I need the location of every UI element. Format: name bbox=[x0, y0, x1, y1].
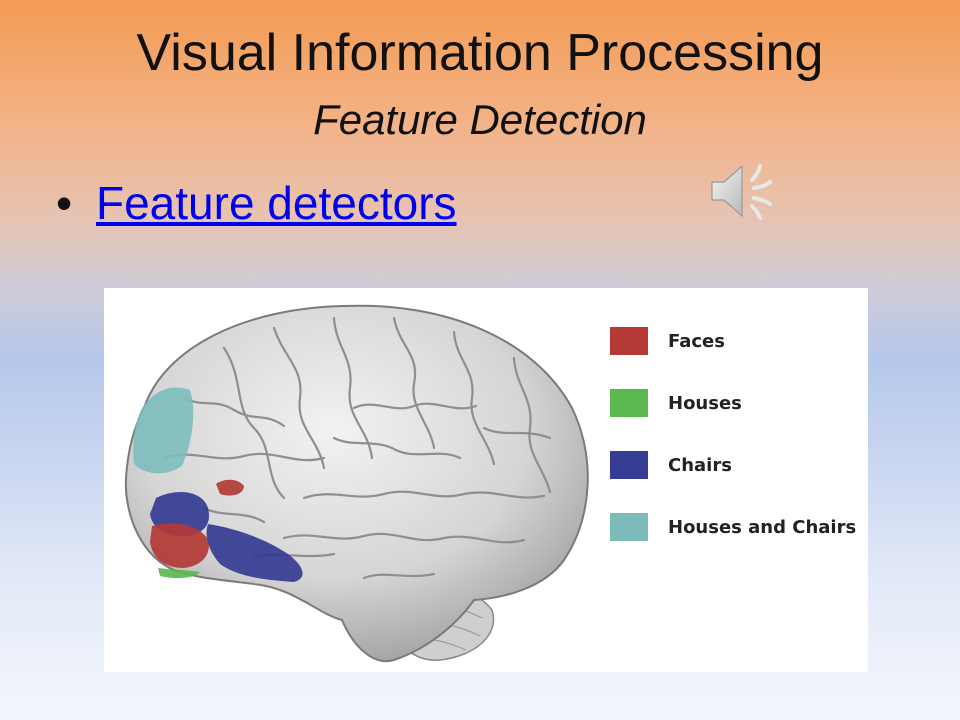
feature-detectors-link[interactable]: Feature detectors bbox=[96, 177, 457, 229]
legend-item: Houses and Chairs bbox=[610, 496, 856, 558]
slide-title: Visual Information Processing bbox=[136, 24, 824, 82]
legend-label: Faces bbox=[668, 330, 725, 352]
speaker-audio-icon[interactable] bbox=[708, 158, 778, 224]
legend-item: Faces bbox=[610, 310, 856, 372]
brain-figure: Faces Houses Chairs Houses and Chairs bbox=[104, 288, 868, 672]
faces-region-small bbox=[216, 479, 244, 496]
chairs-region-ventral bbox=[206, 524, 303, 582]
bullet-marker: • bbox=[56, 177, 73, 229]
legend-item: Houses bbox=[610, 372, 856, 434]
chairs-swatch bbox=[610, 451, 648, 479]
legend-label: Houses bbox=[668, 392, 742, 414]
legend: Faces Houses Chairs Houses and Chairs bbox=[610, 310, 856, 558]
houses-region bbox=[158, 568, 200, 579]
houses-and-chairs-swatch bbox=[610, 513, 648, 541]
legend-label: Chairs bbox=[668, 454, 732, 476]
brain-illustration bbox=[124, 304, 589, 663]
bullet-list-item: • Feature detectors bbox=[56, 176, 457, 230]
slide-subtitle: Feature Detection bbox=[313, 96, 647, 143]
faces-region bbox=[150, 523, 209, 568]
faces-swatch bbox=[610, 327, 648, 355]
legend-label: Houses and Chairs bbox=[668, 516, 857, 538]
houses-and-chairs-region bbox=[133, 387, 194, 474]
houses-swatch bbox=[610, 389, 648, 417]
legend-item: Chairs bbox=[610, 434, 856, 496]
